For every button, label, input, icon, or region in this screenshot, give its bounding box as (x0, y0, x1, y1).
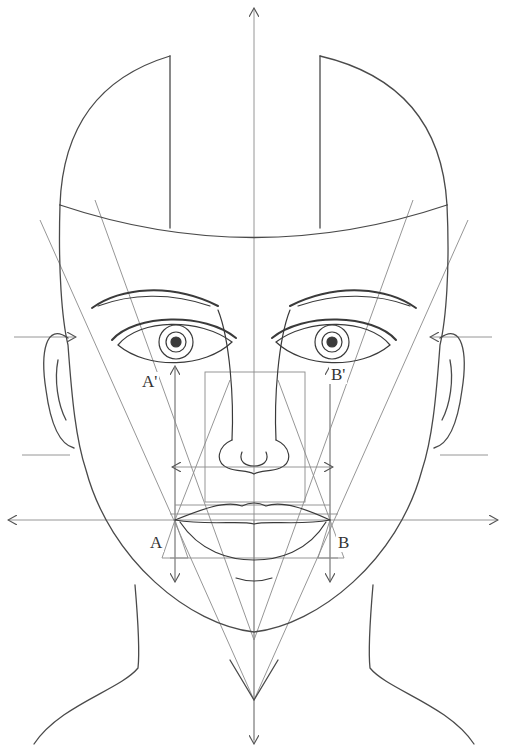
point-label: B' (329, 365, 347, 384)
point-label: A (148, 533, 164, 552)
point-label: A' (140, 372, 159, 391)
head-outline (34, 56, 474, 744)
guide-lines (8, 8, 498, 744)
point-label: B (336, 533, 351, 552)
facial-features (92, 290, 416, 581)
